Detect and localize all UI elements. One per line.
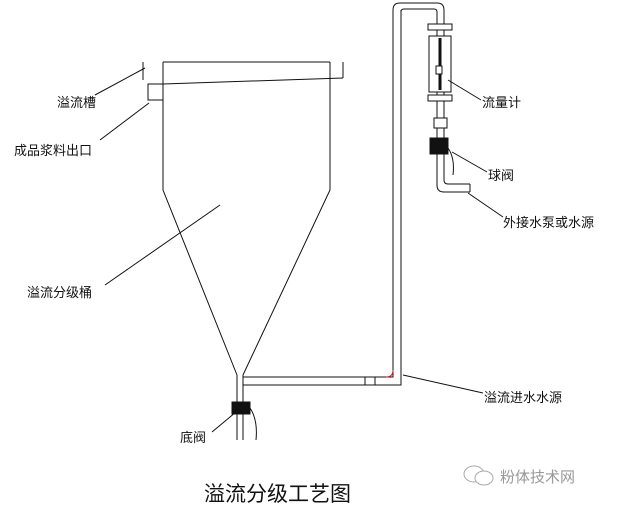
label-ball-valve: 球阀 — [488, 169, 515, 184]
label-classifier-tank: 溢流分级桶 — [27, 286, 93, 301]
classifier-tank — [162, 61, 344, 376]
top-pipe — [385, 2, 471, 378]
diagram-title: 溢流分级工艺图 — [204, 482, 351, 506]
watermark: 粉体技术网 — [500, 468, 576, 486]
flowmeter — [427, 23, 453, 102]
ball-valve — [429, 117, 454, 176]
label-flowmeter: 流量计 — [482, 96, 522, 111]
overflow-trough — [142, 62, 164, 101]
bottom-valve — [231, 401, 257, 441]
bottom-pipe — [236, 10, 402, 440]
leader-lines — [94, 67, 504, 433]
wechat-icon — [463, 465, 494, 486]
pipe-coupling — [364, 376, 376, 386]
label-bottom-valve: 底阀 — [180, 431, 207, 446]
label-inlet-water: 溢流进水水源 — [484, 391, 563, 406]
label-overflow-trough: 溢流槽 — [57, 96, 97, 111]
label-product-outlet: 成品浆料出口 — [14, 144, 93, 159]
label-external-pump: 外接水泵或水源 — [503, 216, 595, 231]
